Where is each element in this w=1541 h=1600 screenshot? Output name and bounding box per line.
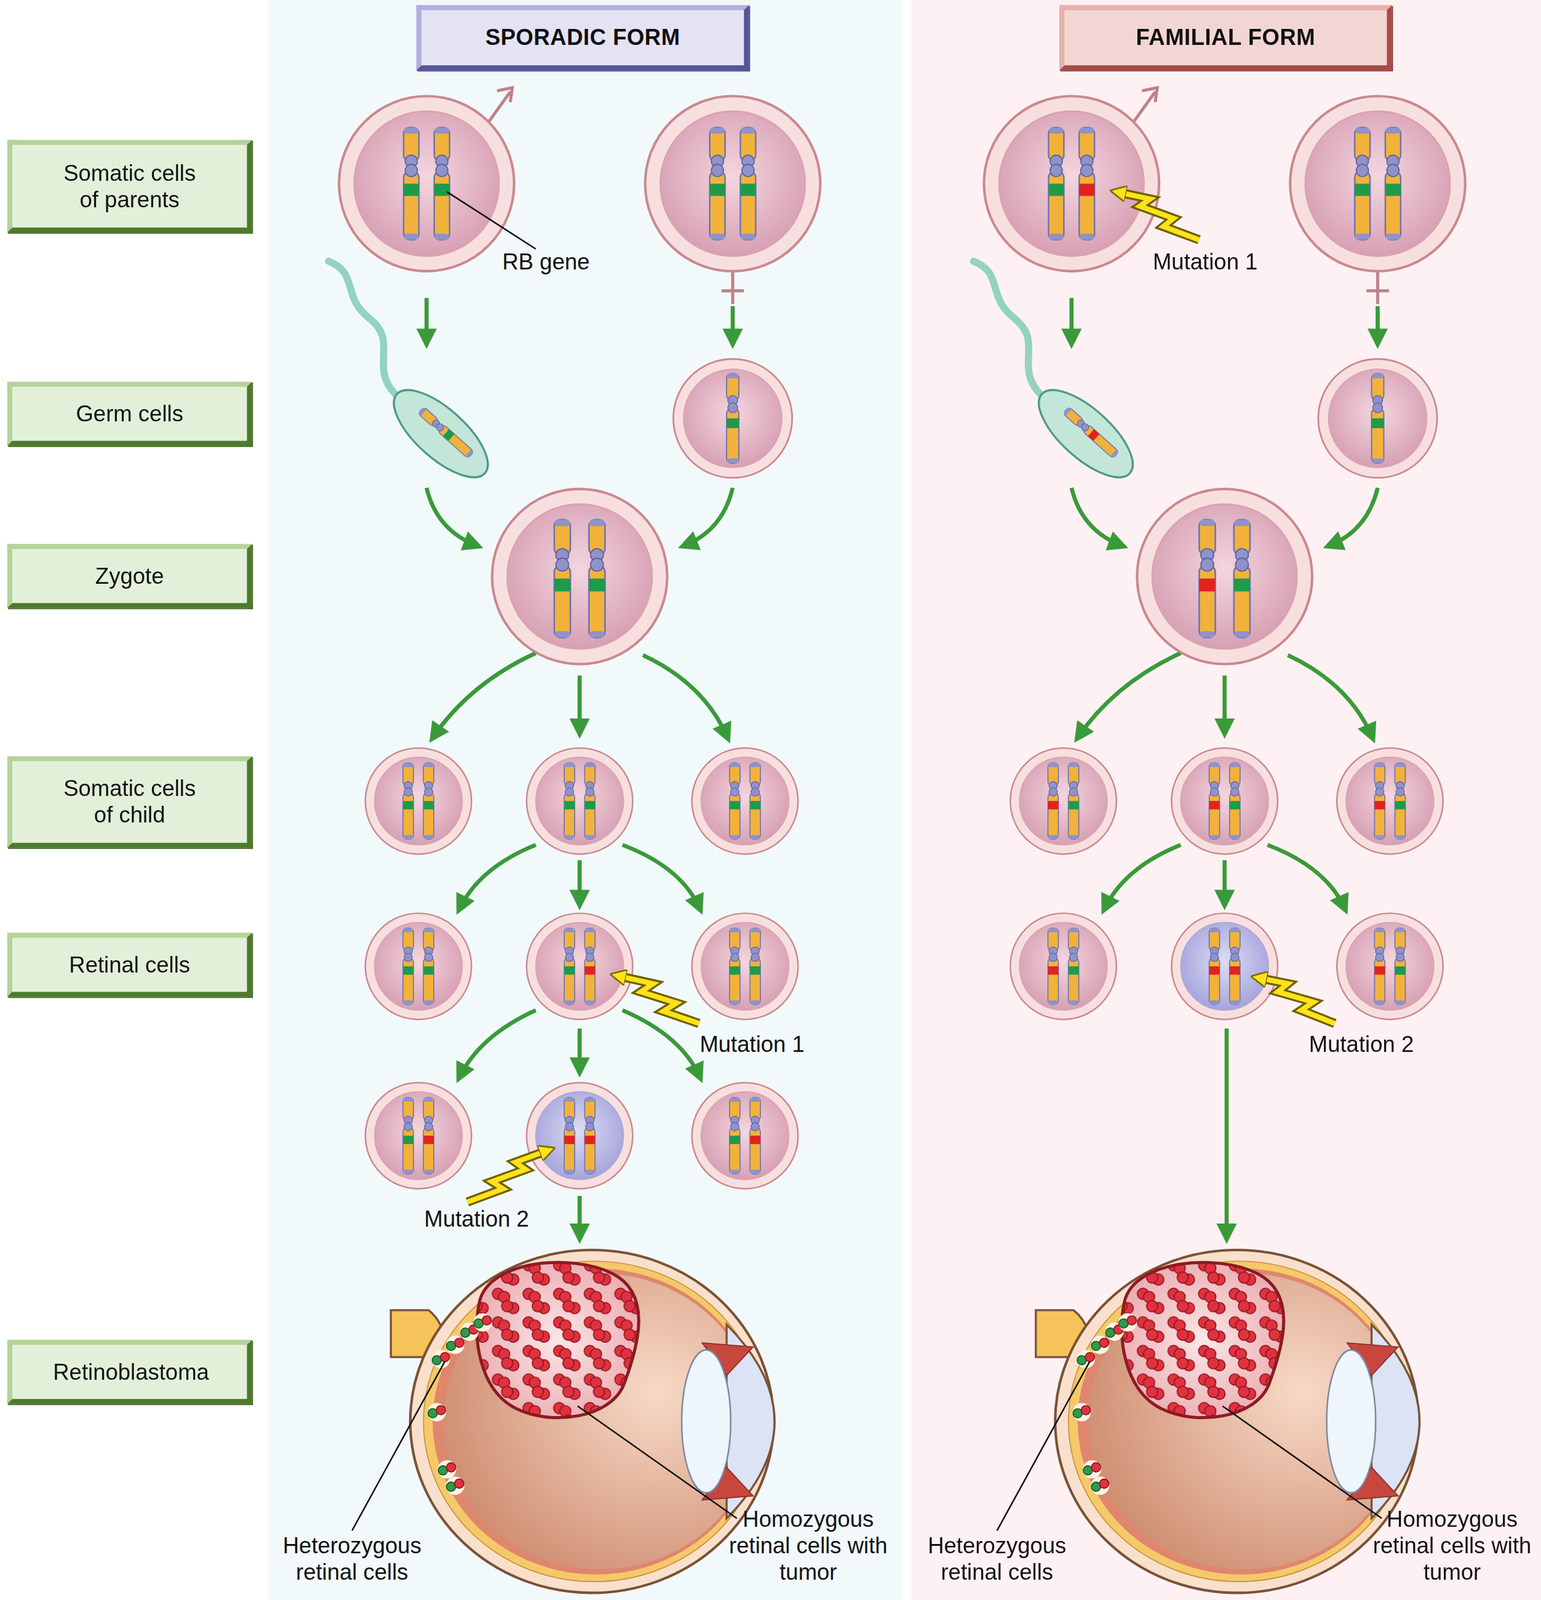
box-text: FAMILIAL FORM: [1136, 24, 1316, 52]
familial-panel: [911, 0, 1541, 1600]
row-label-box: Zygote: [7, 543, 253, 609]
box-text: Somatic cells of parents: [52, 159, 207, 213]
sporadic-cells: [338, 95, 821, 1189]
familial-eye: [1035, 1250, 1420, 1593]
callout-label: Heterozygous retinal cells: [915, 1533, 1079, 1586]
mutation-label: Mutation 2: [423, 1206, 529, 1233]
row-label-box: Somatic cells of child: [7, 756, 253, 848]
row-label-box: Retinoblastoma: [7, 1339, 253, 1405]
box-text: Germ cells: [75, 400, 183, 427]
row-label-box: Somatic cells of parents: [7, 139, 253, 233]
row-label-box: Germ cells: [7, 381, 253, 446]
box-text: Retinal cells: [68, 951, 191, 979]
column-header: FAMILIAL FORM: [1059, 4, 1393, 71]
familial-cells: [984, 95, 1466, 1020]
box-text: SPORADIC FORM: [485, 24, 681, 52]
callout-label: Homozygous retinal cells with tumor: [1370, 1505, 1534, 1586]
flow-arrows: [459, 1010, 1227, 1238]
callout-label: Homozygous retinal cells with tumor: [726, 1505, 890, 1586]
leader-lines: [351, 191, 1382, 1531]
mutation-label: Mutation 1: [1152, 249, 1258, 276]
sporadic-panel: [268, 0, 904, 1600]
mutation-bolts: [467, 191, 1335, 1203]
sporadic-eye: [390, 1250, 775, 1593]
box-text: Retinoblastoma: [52, 1358, 207, 1386]
column-header: SPORADIC FORM: [416, 4, 750, 71]
box-text: Somatic cells of child: [52, 775, 207, 829]
gene-label: RB gene: [501, 249, 590, 276]
mutation-label: Mutation 1: [699, 1031, 805, 1059]
row-label-box: Retinal cells: [7, 932, 253, 998]
box-text: Zygote: [95, 562, 165, 590]
callout-label: Heterozygous retinal cells: [270, 1533, 434, 1586]
mutation-label: Mutation 2: [1309, 1031, 1414, 1059]
